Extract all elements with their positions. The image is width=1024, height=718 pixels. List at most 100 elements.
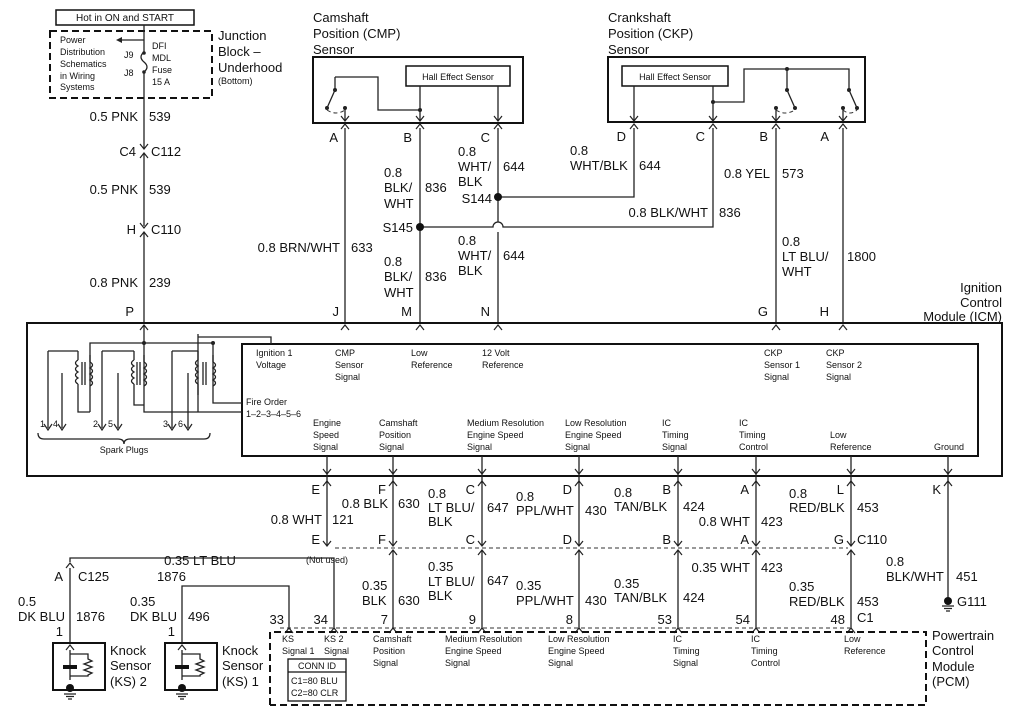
icm-terminal-label: Signal bbox=[335, 372, 360, 382]
pin-label: M bbox=[401, 304, 412, 319]
pin-label: L bbox=[837, 482, 844, 497]
wire-color: RED/BLK bbox=[789, 500, 845, 515]
connector-label: C110 bbox=[857, 532, 887, 547]
spark-plugs-label: Spark Plugs bbox=[100, 445, 149, 455]
pin-label: B bbox=[759, 129, 768, 144]
icm-terminal-label: IC bbox=[739, 418, 749, 428]
pin-label: E bbox=[311, 532, 320, 547]
connector-label: C110 bbox=[151, 222, 181, 237]
connector-label: C112 bbox=[151, 144, 181, 159]
fuse-label: Fuse bbox=[152, 65, 172, 75]
pcm-pin: 53 bbox=[658, 612, 672, 627]
pcm-terminal-label: Signal 1 bbox=[282, 646, 315, 656]
wire-color: 0.5 PNK bbox=[90, 109, 139, 124]
circuit-number: 430 bbox=[585, 593, 607, 608]
icm-terminal-label: Signal bbox=[826, 372, 851, 382]
circuit-number: 539 bbox=[149, 109, 171, 124]
pcm-terminal-label: IC bbox=[751, 634, 761, 644]
icm-terminal-label: Signal bbox=[662, 442, 687, 452]
conn-id-title: CONN ID bbox=[298, 661, 337, 671]
wire-color: 0.35 LT BLU bbox=[164, 553, 236, 568]
j9-label: J9 bbox=[124, 50, 134, 60]
icm-terminal-label: IC bbox=[662, 418, 672, 428]
junction-title: Underhood bbox=[218, 60, 282, 75]
circuit-number: 633 bbox=[351, 240, 373, 255]
knock-sensors: 0.35 LT BLU 1876 A C125 0.5 DK BLU 1876 … bbox=[18, 553, 335, 700]
conn-id-box: CONN ID C1=80 BLU C2=80 CLR bbox=[287, 658, 347, 702]
icm-terminal-label: Signal bbox=[467, 442, 492, 452]
wire-color: 0.8 PNK bbox=[90, 275, 139, 290]
connector-label: C125 bbox=[78, 569, 109, 584]
wire-color: 0.8 bbox=[782, 234, 800, 249]
icm-internal-block bbox=[241, 343, 979, 457]
pcm-pin: 9 bbox=[469, 612, 476, 627]
pin-label: A bbox=[54, 569, 63, 584]
wire-color: 0.35 bbox=[789, 579, 814, 594]
hall-label: Hall Effect Sensor bbox=[639, 72, 711, 82]
fuse-label: MDL bbox=[152, 53, 171, 63]
circuit-number: 423 bbox=[761, 514, 783, 529]
splice-label: S144 bbox=[462, 191, 492, 206]
circuit-number: 1876 bbox=[157, 569, 186, 584]
pin-label: G bbox=[758, 304, 768, 319]
wire-color: 0.8 bbox=[516, 489, 534, 504]
not-used-label: (Not used) bbox=[306, 555, 348, 565]
pin-label: D bbox=[563, 532, 572, 547]
j8-label: J8 bbox=[124, 68, 134, 78]
pcm-pin: 48 bbox=[831, 612, 845, 627]
wire-color: WHT bbox=[384, 285, 414, 300]
pin-label: B bbox=[662, 532, 671, 547]
wire-color: 0.5 bbox=[18, 594, 36, 609]
icm-terminal-label: Signal bbox=[379, 442, 404, 452]
powertrain-control-module: Powertrain Control Module (PCM) 33 34 7 … bbox=[269, 612, 994, 706]
pin-label: C bbox=[481, 130, 490, 145]
pin-label: J bbox=[333, 304, 340, 319]
wire-color: 0.35 bbox=[362, 578, 387, 593]
wire-color: 0.8 WHT bbox=[271, 512, 322, 527]
hall-effect-sensor bbox=[621, 65, 729, 87]
ckp-title: Position (CKP) bbox=[608, 26, 693, 41]
icm-terminal-label: Ground bbox=[934, 442, 964, 452]
junction-title: Block – bbox=[218, 44, 261, 59]
icm-terminal-label: Position bbox=[379, 430, 411, 440]
wire-color: 0.35 bbox=[130, 594, 155, 609]
pin-label: A bbox=[740, 532, 749, 547]
wire-color: BLK bbox=[458, 174, 483, 189]
circuit-number: 836 bbox=[425, 180, 447, 195]
knock-sensor-2-icon bbox=[52, 642, 106, 700]
pcm-title: Module bbox=[932, 659, 975, 674]
pin-label: B bbox=[403, 130, 412, 145]
wire-color: DK BLU bbox=[130, 609, 177, 624]
wire-color: DK BLU bbox=[18, 609, 65, 624]
icm-terminal-label: Signal bbox=[313, 442, 338, 452]
pcm-terminal-label: Timing bbox=[751, 646, 778, 656]
ks2-title: Knock bbox=[110, 643, 147, 658]
circuit-number: 430 bbox=[585, 503, 607, 518]
pin-label: 1 bbox=[56, 624, 63, 639]
circuit-number: 644 bbox=[503, 248, 525, 263]
pin-label: P bbox=[125, 304, 134, 319]
junction-title: Junction bbox=[218, 28, 266, 43]
wire-color: 0.8 BLK/WHT bbox=[629, 205, 709, 220]
fuse-icon bbox=[140, 51, 148, 73]
hall-label: Hall Effect Sensor bbox=[422, 72, 494, 82]
fuse-label: 15 A bbox=[152, 77, 170, 87]
icm-terminal-label: Reference bbox=[830, 442, 872, 452]
connector-label: C1 bbox=[857, 610, 874, 625]
circuit-number: 424 bbox=[683, 590, 705, 605]
plug-number: 6 bbox=[178, 419, 183, 429]
pcm-terminal-label: KS bbox=[282, 634, 294, 644]
fire-order-label: Fire Order bbox=[246, 397, 287, 407]
splice-label: S145 bbox=[383, 220, 413, 235]
wire-color: WHT/ bbox=[458, 248, 492, 263]
splice-s145 bbox=[416, 223, 424, 231]
cmp-title: Position (CMP) bbox=[313, 26, 400, 41]
circuit-number: 453 bbox=[857, 594, 879, 609]
ks2-title: (KS) 2 bbox=[110, 674, 147, 689]
wire-color: 0.35 bbox=[428, 559, 453, 574]
wire-color: LT BLU/ bbox=[428, 574, 475, 589]
pin-label: D bbox=[563, 482, 572, 497]
wire-color: 0.8 bbox=[384, 254, 402, 269]
fire-order-value: 1–2–3–4–5–6 bbox=[246, 409, 301, 419]
